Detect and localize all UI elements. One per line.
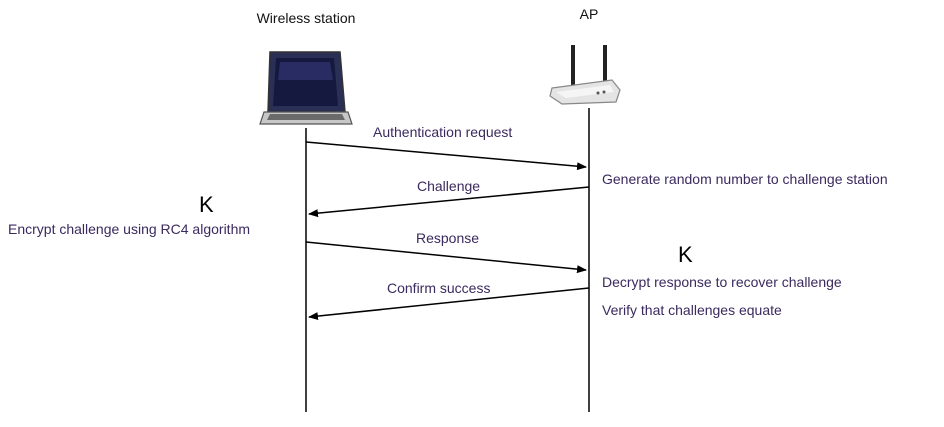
station-key-symbol: K: [199, 192, 214, 217]
message-label-authentication-request: Authentication request: [373, 124, 512, 140]
ap-note-generate: Generate random number to challenge stat…: [602, 171, 888, 187]
arrow-authentication-request: [305, 141, 587, 171]
message-label-challenge: Challenge: [417, 178, 480, 194]
access-point-icon: [549, 45, 621, 105]
station-note-encrypt: Encrypt challenge using RC4 algorithm: [8, 221, 250, 237]
ap-key-symbol: K: [678, 242, 693, 267]
arrow-response: [305, 241, 587, 274]
arrow-confirm-success: [308, 287, 590, 321]
ap-note-verify: Verify that challenges equate: [602, 302, 782, 318]
laptop-icon: [259, 51, 353, 125]
ap-note-decrypt: Decrypt response to recover challenge: [602, 274, 842, 290]
message-label-response: Response: [416, 230, 479, 246]
arrow-challenge: [308, 186, 590, 218]
station-title: Wireless station: [257, 10, 356, 26]
ap-title: AP: [580, 6, 599, 22]
message-label-confirm-success: Confirm success: [387, 280, 490, 296]
